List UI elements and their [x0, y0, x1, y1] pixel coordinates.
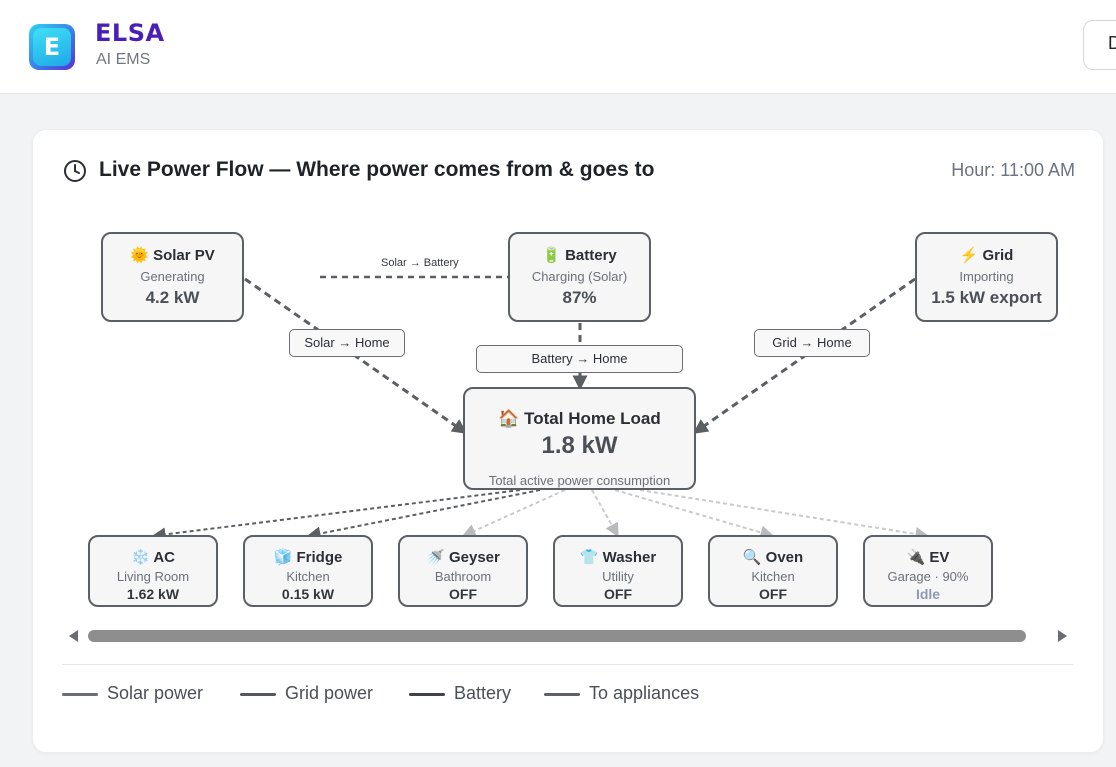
clock-icon: [64, 160, 86, 182]
appliance-washer[interactable]: 👕 Washer Utility OFF: [553, 535, 683, 607]
plug-icon: 🔌: [906, 549, 926, 566]
current-hour: Hour: 11:00 AM: [951, 160, 1075, 180]
appliance-fridge[interactable]: 🧊 Fridge Kitchen 0.15 kW: [243, 535, 373, 607]
appliance-location: Bathroom: [434, 569, 492, 584]
appliance-location: Living Room: [116, 569, 190, 584]
appliance-power: OFF: [449, 586, 477, 602]
appliance-name: AC: [153, 549, 175, 566]
appliance-power: 1.62 kW: [126, 586, 180, 602]
brand-name: ELSA: [95, 19, 165, 47]
appliance-power: OFF: [604, 586, 632, 602]
solar-pv-node[interactable]: 🌞 Solar PV Generating 4.2 kW: [101, 232, 244, 322]
legend-line: [544, 693, 580, 696]
legend-line: [240, 693, 276, 696]
appliance-name: Oven: [765, 549, 804, 566]
solar-value: 4.2 kW: [145, 288, 200, 307]
lightning-icon: ⚡: [959, 247, 979, 264]
brand-subtitle: AI EMS: [96, 51, 151, 68]
shirt-icon: 👕: [579, 549, 599, 566]
grid-node[interactable]: ⚡ Grid Importing 1.5 kW export: [915, 232, 1058, 322]
house-icon: 🏠: [498, 409, 520, 428]
home-load-caption: Total active power consumption: [488, 473, 671, 488]
solar-title: Solar PV: [153, 247, 215, 264]
appliance-name: Fridge: [296, 549, 343, 566]
battery-value: 87%: [562, 288, 597, 307]
appliance-ev[interactable]: 🔌 EV Garage · 90% Idle: [863, 535, 993, 607]
scroll-right-arrow-icon[interactable]: [1058, 630, 1067, 642]
solar-status: Generating: [140, 269, 205, 284]
label-solar-battery: Solar → Battery: [381, 257, 459, 269]
grid-status: Importing: [959, 269, 1014, 284]
legend-line: [409, 693, 445, 696]
snowflake-icon: ❄️: [131, 549, 150, 566]
appliance-ac[interactable]: ❄️ AC Living Room 1.62 kW: [88, 535, 218, 607]
legend-label: To appliances: [589, 683, 700, 703]
grid-title: Grid: [982, 247, 1014, 264]
appliance-oven[interactable]: 🔍 Oven Kitchen OFF: [708, 535, 838, 607]
appliance-location: Kitchen: [751, 569, 795, 584]
appliance-location: Utility: [602, 569, 634, 584]
label-grid-home: Grid → Home: [754, 329, 870, 357]
battery-title: Battery: [565, 247, 617, 264]
battery-status: Charging (Solar): [531, 269, 628, 284]
elsa-logo: E: [29, 24, 75, 70]
top-bar: E ELSA AI EMS D: [0, 0, 1116, 94]
logo-letter: E: [33, 28, 71, 66]
scroll-left-arrow-icon[interactable]: [69, 630, 78, 642]
card-header: Live Power Flow — Where power comes from…: [63, 158, 1075, 188]
sun-icon: 🌞: [130, 247, 149, 264]
appliance-name: EV: [929, 549, 950, 566]
label-solar-home: Solar → Home: [289, 329, 405, 357]
appliance-power: Idle: [915, 586, 941, 602]
magnifier-icon: 🔍: [742, 549, 762, 566]
scrollbar-thumb[interactable]: [88, 630, 1026, 642]
card-title: Live Power Flow — Where power comes from…: [99, 158, 655, 181]
appliance-name: Washer: [602, 549, 657, 566]
horizontal-scrollbar[interactable]: [64, 626, 1072, 646]
battery-icon: 🔋: [542, 247, 561, 264]
legend-label: Grid power: [285, 683, 374, 703]
appliance-power: OFF: [759, 586, 787, 602]
appliance-power: 0.15 kW: [281, 586, 335, 602]
legend-divider: [62, 664, 1073, 665]
battery-node[interactable]: 🔋 Battery Charging (Solar) 87%: [508, 232, 651, 322]
header-right-button[interactable]: D: [1083, 20, 1116, 70]
ice-cube-icon: 🧊: [273, 549, 293, 566]
grid-value: 1.5 kW export: [931, 288, 1042, 307]
legend-label: Solar power: [107, 683, 204, 703]
appliance-geyser[interactable]: 🚿 Geyser Bathroom OFF: [398, 535, 528, 607]
appliance-name: Geyser: [448, 549, 500, 566]
legend-line: [62, 693, 98, 696]
appliance-location: Garage · 90%: [887, 569, 969, 584]
legend-label: Battery: [454, 683, 512, 703]
label-battery-home: Battery → Home: [476, 345, 683, 373]
home-load-value: 1.8 kW: [541, 432, 618, 459]
shower-icon: 🚿: [426, 549, 445, 566]
home-title: Total Home Load: [524, 409, 661, 428]
total-home-load-node[interactable]: 🏠 Total Home Load 1.8 kW Total active po…: [463, 387, 696, 490]
appliance-location: Kitchen: [286, 569, 330, 584]
